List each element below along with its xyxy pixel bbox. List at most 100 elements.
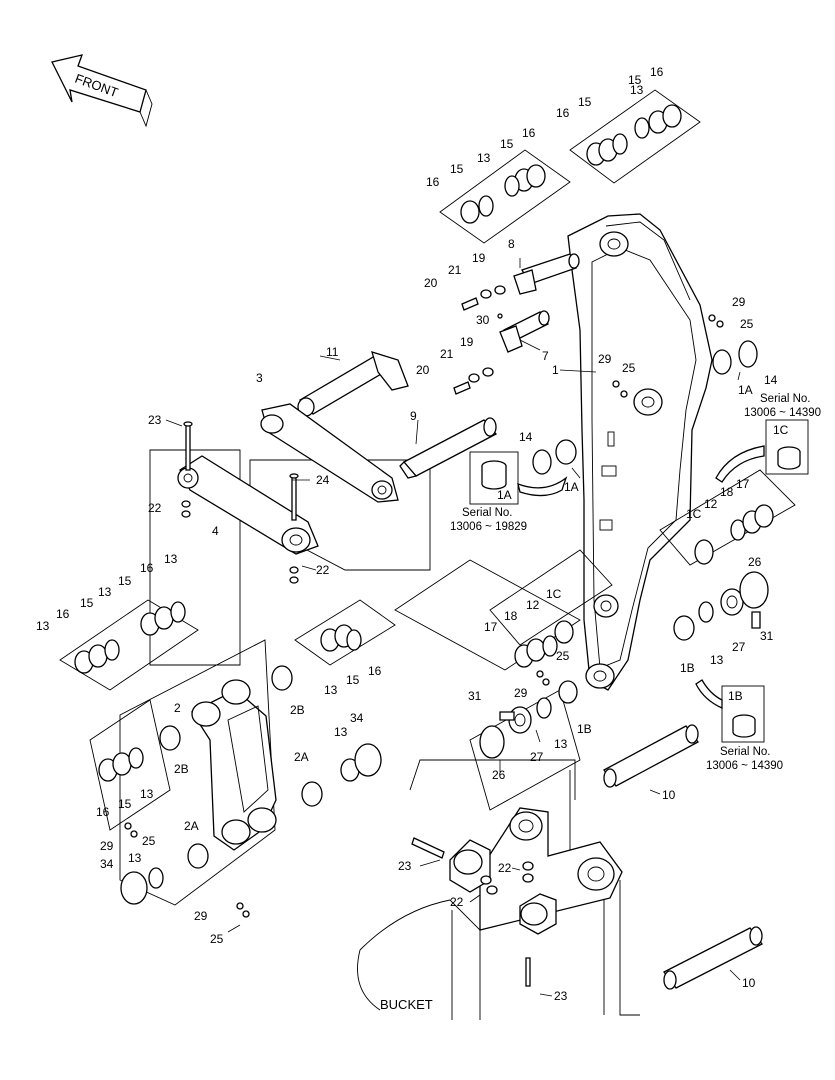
callout-1b-right: 1B: [680, 661, 695, 675]
leader-lines: [165, 258, 741, 997]
callout-12-l: 12: [526, 598, 540, 612]
callout-1a-main: 1A: [564, 480, 579, 494]
callout-18-l: 18: [504, 609, 518, 623]
callout-16-a: 16: [650, 65, 664, 79]
callout-1b-lower: 1B: [577, 722, 592, 736]
callout-1a-right: 1A: [738, 383, 753, 397]
callout-13-j: 13: [710, 653, 724, 667]
callout-20-b: 20: [416, 363, 430, 377]
pin-10-top: [603, 724, 699, 788]
callout-29-c: 29: [514, 686, 528, 700]
callout-8: 8: [508, 237, 515, 251]
callout-16-g: 16: [368, 664, 382, 678]
callout-labels: 1 1A 1A 1C 1C 1B 1B 2 2B 2B 2A 2A 3 4 7 …: [36, 65, 778, 1003]
callout-13-i: 13: [128, 851, 142, 865]
serial-1b-line2: 13006 ~ 14390: [706, 760, 783, 772]
callout-25-d: 25: [142, 834, 156, 848]
callout-13-k: 13: [554, 737, 568, 751]
callout-15-e: 15: [118, 574, 132, 588]
callout-16-d: 16: [426, 175, 440, 189]
pin-holder-7: [499, 310, 550, 353]
link-2: [191, 679, 277, 851]
callout-25-c: 25: [556, 649, 570, 663]
callout-13-g: 13: [334, 725, 348, 739]
callout-9: 9: [410, 409, 417, 423]
bolts-20-21: [453, 285, 506, 395]
pin-10-bottom: [663, 926, 763, 990]
pin-11: [297, 351, 409, 417]
callout-31-b: 31: [468, 689, 482, 703]
callout-15-g: 15: [346, 673, 360, 687]
callout-29-d: 29: [100, 839, 114, 853]
callout-22-c: 22: [450, 895, 464, 909]
callout-29-b: 29: [598, 352, 612, 366]
callout-15-a: 15: [628, 73, 642, 87]
callout-23-a: 23: [148, 413, 162, 427]
callout-15-b: 15: [578, 95, 592, 109]
link-4: [177, 455, 319, 555]
bushings: [159, 340, 758, 869]
serial-box-1c: 1C Serial No. 13006 ~ 14390: [715, 393, 821, 483]
callout-2b-bot: 2B: [174, 762, 189, 776]
serial-1c-line2: 13006 ~ 14390: [744, 407, 821, 419]
arm-boss-link: [593, 594, 619, 618]
bolt-23-top: [183, 421, 193, 471]
callout-16-f: 16: [56, 607, 70, 621]
callout-13-c: 13: [164, 552, 178, 566]
callout-21-b: 21: [440, 347, 454, 361]
serial-1a-ref: 1A: [497, 488, 512, 502]
callout-2b-top: 2B: [290, 703, 305, 717]
callout-29-a: 29: [732, 295, 746, 309]
arm-boss-top: [599, 231, 629, 257]
bucket: [357, 807, 640, 1020]
callout-30: 30: [476, 313, 490, 327]
front-direction-arrow: FRONT: [51, 54, 153, 128]
callout-31-a: 31: [760, 629, 774, 643]
callout-21-a: 21: [448, 263, 462, 277]
callout-1c-right: 1C: [686, 507, 702, 521]
serial-box-1b: 1B Serial No. 13006 ~ 14390: [695, 679, 783, 772]
callout-16-h: 16: [96, 805, 110, 819]
callout-23-b: 23: [398, 859, 412, 873]
callout-34-a: 34: [350, 711, 364, 725]
link-3: [260, 403, 399, 503]
callout-14-r: 14: [764, 373, 778, 387]
callout-19-b: 19: [460, 335, 474, 349]
callout-11: 11: [326, 345, 339, 359]
serial-1a-line1: Serial No.: [462, 507, 513, 519]
callout-19-a: 19: [472, 251, 486, 265]
serial-1a-line2: 13006 ~ 19829: [450, 521, 527, 533]
callout-20-a: 20: [424, 276, 438, 290]
callout-14-m: 14: [519, 430, 533, 444]
bolts-31: [499, 611, 761, 721]
callout-4: 4: [212, 524, 219, 538]
callout-13-f: 13: [324, 683, 338, 697]
callout-25-b: 25: [622, 361, 636, 375]
callout-2a-bot: 2A: [184, 819, 199, 833]
callout-16-c: 16: [522, 126, 536, 140]
callout-13-h: 13: [140, 787, 154, 801]
bucket-boss-2: [577, 857, 615, 891]
callout-13-b: 13: [477, 151, 491, 165]
serial-1c-line1: Serial No.: [760, 393, 811, 405]
callout-17-l: 17: [484, 620, 498, 634]
callout-15-f: 15: [80, 596, 94, 610]
callout-27-b: 27: [530, 750, 544, 764]
callout-15-d: 15: [450, 162, 464, 176]
callout-25-a: 25: [740, 317, 754, 331]
callout-10-bot: 10: [742, 976, 756, 990]
callout-22-a: 22: [148, 501, 162, 515]
callout-7: 7: [542, 349, 549, 363]
serial-1c-ref: 1C: [773, 423, 789, 437]
nuts-22: [181, 500, 299, 584]
pin-holder-8: [513, 253, 580, 295]
callout-17-r: 17: [736, 477, 750, 491]
grouping-frames: [59, 89, 796, 906]
callout-29-e: 29: [194, 909, 208, 923]
arm-boss-cylinder: [633, 388, 663, 416]
callout-13-e: 13: [36, 619, 50, 633]
arm-boss-bucket: [585, 663, 615, 689]
callout-3: 3: [256, 371, 263, 385]
callout-16-b: 16: [556, 106, 570, 120]
